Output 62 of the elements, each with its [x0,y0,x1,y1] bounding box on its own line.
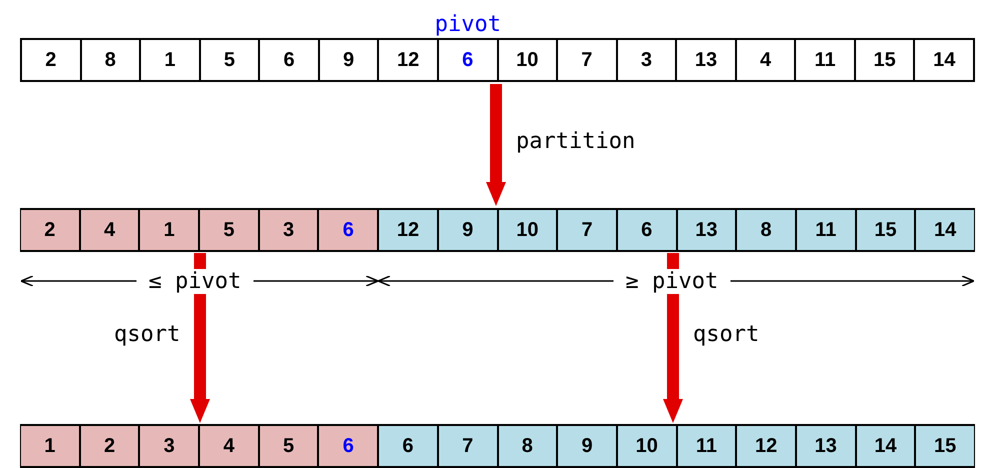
array-cell: 1 [139,209,200,251]
array-cell: 10 [498,209,558,251]
array-cell: 12 [378,39,438,81]
edge-label: partition [516,128,636,154]
partition-segment [378,425,975,467]
array-cell: 10 [616,425,677,467]
array-cell: 6 [318,209,378,251]
pivot-label: pivot [434,12,501,37]
array-cell: 3 [258,209,318,251]
array-cell: 13 [676,39,736,81]
array-bar [20,208,975,252]
edge-label: qsort [693,322,760,346]
array-cell: 11 [795,39,855,81]
array-cell: 3 [139,425,200,467]
array-cell: 15 [856,209,916,251]
array-cell: 3 [616,39,676,81]
array-cell: 2 [20,209,80,251]
array-cell: 15 [854,39,914,81]
array-cell: 6 [438,39,498,81]
array-cell: 13 [796,425,856,467]
array-cell: 14 [915,209,975,251]
array-cell: 6 [318,425,378,467]
partition-segment [20,209,378,251]
array-cell: 8 [736,209,796,251]
array-cell: 9 [557,425,617,467]
arrow [486,84,506,206]
array-cell: 7 [438,425,498,467]
partition-segment [378,209,975,251]
array-cell: 4 [80,209,140,251]
array-cell: 7 [557,209,617,251]
arrow [190,253,210,423]
array-cell: 8 [80,39,140,81]
array-cell: 1 [140,39,200,81]
array-cell: 11 [796,209,856,251]
array-cell: 13 [676,209,736,251]
array-cell: 12 [736,425,796,467]
array-cell: 8 [498,425,558,467]
array-cell: 2 [80,425,140,467]
array-cell: 4 [199,425,259,467]
partition-segment [20,425,378,467]
array-cell: 6 [378,425,438,467]
array-cell: 14 [856,425,916,467]
arrow [663,253,683,423]
array-cell: 9 [318,39,378,81]
array-cell: 1 [20,425,80,467]
array-cell: 5 [200,39,260,81]
array-cell: 14 [914,39,974,81]
array-cell: 6 [616,209,677,251]
array-cell: 10 [498,39,558,81]
array-cell: 9 [438,209,498,251]
array-bar [20,38,975,82]
array-cell: 15 [915,425,975,467]
array-cell: 11 [676,425,736,467]
array-cell: 6 [259,39,319,81]
array-cell: 4 [736,39,796,81]
array-cell: 7 [557,39,617,81]
array-bar [20,424,975,468]
array-cell: 12 [378,209,438,251]
array-cell: 5 [258,425,318,467]
edge-label: qsort [114,322,180,346]
array-cell: 2 [21,39,81,81]
array-cell: 5 [199,209,259,251]
